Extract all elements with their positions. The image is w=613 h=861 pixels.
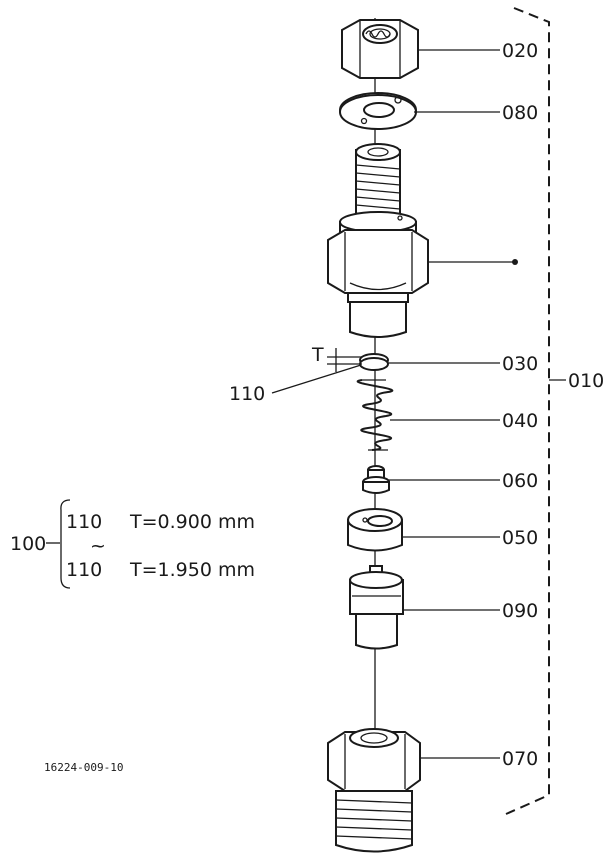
callout-060: 060 [502, 470, 538, 492]
thickness-label: T [311, 344, 324, 366]
callout-080: 080 [502, 102, 538, 124]
drawing-number: 16224-009-10 [44, 761, 123, 774]
assembly-bracket [505, 7, 550, 815]
callout-040: 040 [502, 410, 538, 432]
part-030-shim [359, 353, 389, 371]
part-080-washer [339, 92, 417, 130]
part-020-nut [341, 19, 419, 79]
callout-030: 030 [502, 353, 538, 375]
callout-110: 110 [229, 383, 265, 405]
shim-row-1-spec: T=0.900 mm [129, 511, 255, 533]
part-040-spring [357, 379, 393, 451]
callout-100: 100 [10, 533, 46, 555]
callout-090: 090 [502, 600, 538, 622]
thickness-indicator [327, 348, 362, 372]
callout-020: 020 [502, 40, 538, 62]
part-010-holder-body [327, 143, 429, 338]
callout-070: 070 [502, 748, 538, 770]
callout-050: 050 [502, 527, 538, 549]
part-060-spring-seat [362, 465, 390, 494]
part-070-retaining-nut [327, 728, 421, 853]
shim-row-2-spec: T=1.950 mm [129, 559, 255, 581]
part-050-distance-piece [347, 508, 403, 552]
shim-range-tilde: ~ [90, 535, 106, 557]
leader-lines [271, 49, 566, 759]
callout-010: 010 [568, 370, 604, 392]
shim-row-1-part: 110 [66, 511, 102, 533]
shim-row-2-part: 110 [66, 559, 102, 581]
part-090-nozzle [349, 565, 404, 650]
shim-option-table: 100 110 T=0.900 mm ~ 110 T=1.950 mm [10, 499, 255, 589]
